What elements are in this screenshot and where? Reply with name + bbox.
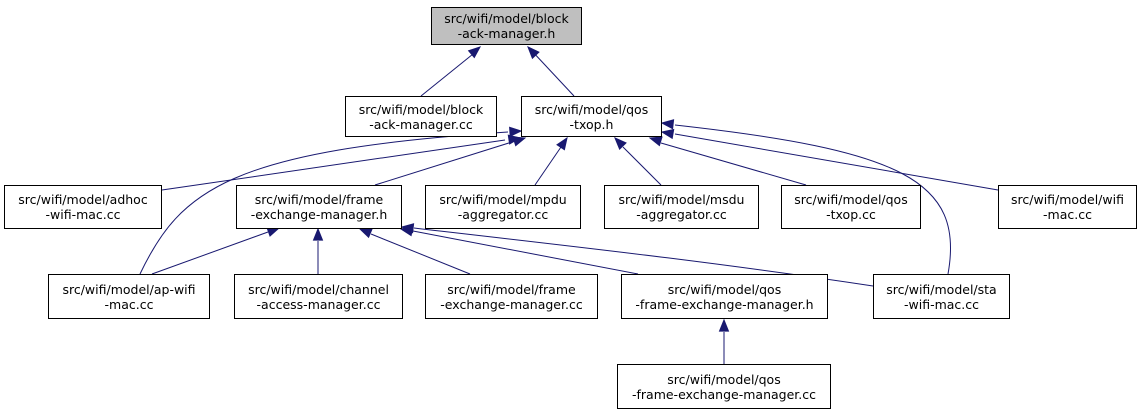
node-frame-exchange-manager-h[interactable]: src/wifi/model/frame-exchange-manager.h [236,185,402,229]
node-adhoc-wifi-mac-cc[interactable]: src/wifi/model/adhoc-wifi-mac.cc [4,185,162,229]
node-channel-access-manager-cc[interactable]: src/wifi/model/channel-access-manager.cc [234,274,403,319]
node-label-line: -frame-exchange-manager.h [635,296,814,312]
node-label-line: -access-manager.cc [256,296,381,312]
node-label-line: src/wifi/model/adhoc [18,192,148,207]
node-msdu-aggregator-cc[interactable]: src/wifi/model/msdu-aggregator.cc [604,185,759,229]
arrowhead-msdu-aggregator-cc-to-qos-txop-h [614,137,627,150]
arrowhead-qos-txop-cc-to-qos-txop-h [648,136,663,147]
node-label-line: -ack-manager.h [457,26,556,41]
edge-qos-frame-exchange-manager-h-to-frame-exchange-manager-h [412,230,639,275]
arrowhead-block-ack-manager-cc-to-block-ack-manager-h [467,46,482,59]
edge-ap-wifi-mac-cc-to-frame-exchange-manager-h [151,231,269,275]
node-label-line: src/wifi/model/block [358,101,484,117]
node-label-line: src/wifi/model/channel [248,281,389,297]
node-qos-txop-h[interactable]: src/wifi/model/qos-txop.h [521,96,662,137]
edge-frame-exchange-manager-h-to-qos-txop-h [374,141,513,186]
node-sta-wifi-mac-cc[interactable]: src/wifi/model/sta-wifi-mac.cc [873,274,1010,319]
edge-block-ack-manager-cc-to-block-ack-manager-h [420,49,479,97]
node-label-line: -aggregator.cc [636,207,727,222]
node-frame-exchange-manager-cc[interactable]: src/wifi/model/frame-exchange-manager.cc [425,274,598,319]
edge-ap-wifi-mac-cc-to-qos-txop-h [139,131,509,275]
node-label-line: src/wifi/model/ap-wifi [62,281,196,297]
node-label-line: -wifi-mac.cc [903,296,980,312]
arrowhead-ap-wifi-mac-cc-to-qos-txop-h [509,126,523,137]
arrowhead-qos-txop-h-to-block-ack-manager-h [527,46,540,60]
node-label-line: src/wifi/model/wifi [1011,192,1124,207]
node-label-line: src/wifi/model/frame [447,281,576,297]
edge-msdu-aggregator-cc-to-qos-txop-h [622,146,662,186]
node-label-line: src/wifi/model/sta [886,281,997,297]
node-ap-wifi-mac-cc[interactable]: src/wifi/model/ap-wifi-mac.cc [48,274,210,319]
arrowhead-qos-frame-exchange-manager-cc-to-qos-frame-exchange-manager-h [718,318,730,332]
node-label-line: -txop.h [569,116,614,132]
arrowhead-frame-exchange-manager-cc-to-frame-exchange-manager-h [358,228,373,239]
edge-wifi-mac-cc-to-qos-txop-h [674,133,999,191]
arrowhead-channel-access-manager-cc-to-frame-exchange-manager-h [312,227,324,241]
edge-adhoc-wifi-mac-cc-to-qos-txop-h [161,139,506,191]
node-label-line: src/wifi/model/qos [794,192,908,207]
node-block-ack-manager-cc[interactable]: src/wifi/model/block-ack-manager.cc [345,96,497,137]
node-label-line: -frame-exchange-manager.cc [631,386,816,402]
arrowhead-wifi-mac-cc-to-qos-txop-h [660,128,675,140]
node-qos-frame-exchange-manager-cc[interactable]: src/wifi/model/qos-frame-exchange-manage… [617,364,831,409]
edge-sta-wifi-mac-cc-to-qos-txop-h [674,124,952,275]
edge-frame-exchange-manager-cc-to-frame-exchange-manager-h [370,233,471,275]
node-label-line: src/wifi/model/qos [534,101,649,117]
node-label-line: src/wifi/model/block [444,11,569,26]
arrowhead-mpdu-aggregator-cc-to-qos-txop-h [556,136,568,151]
node-label-line: -aggregator.cc [457,207,549,222]
node-qos-frame-exchange-manager-h[interactable]: src/wifi/model/qos-frame-exchange-manage… [621,274,828,319]
node-label-line: src/wifi/model/frame [254,192,384,207]
node-label-line: -exchange-manager.cc [440,296,583,312]
arrowhead-frame-exchange-manager-h-to-qos-txop-h [512,136,527,147]
node-block-ack-manager-h[interactable]: src/wifi/model/block-ack-manager.h [431,7,582,45]
node-mpdu-aggregator-cc[interactable]: src/wifi/model/mpdu-aggregator.cc [425,185,581,229]
edge-qos-txop-cc-to-qos-txop-h [660,142,807,186]
node-label-line: -ack-manager.cc [369,116,473,132]
arrowhead-sta-wifi-mac-cc-to-qos-txop-h [660,119,675,130]
node-label-line: -wifi-mac.cc [45,207,121,222]
node-label-line: src/wifi/model/qos [667,371,781,387]
node-label-line: src/wifi/model/qos [667,281,782,297]
node-label-line: -exchange-manager.h [250,207,388,222]
node-label-line: -mac.cc [104,296,154,312]
edge-qos-txop-h-to-block-ack-manager-h [530,49,575,97]
node-wifi-mac-cc[interactable]: src/wifi/model/wifi-mac.cc [998,185,1137,229]
edge-mpdu-aggregator-cc-to-qos-txop-h [534,146,562,186]
node-label-line: -txop.cc [826,207,876,222]
node-label-line: -mac.cc [1043,207,1092,222]
node-label-line: src/wifi/model/msdu [618,192,745,207]
arrowhead-sta-wifi-mac-cc-to-frame-exchange-manager-h [400,223,415,234]
node-label-line: src/wifi/model/mpdu [439,192,567,207]
node-qos-txop-cc[interactable]: src/wifi/model/qos-txop.cc [781,185,921,229]
